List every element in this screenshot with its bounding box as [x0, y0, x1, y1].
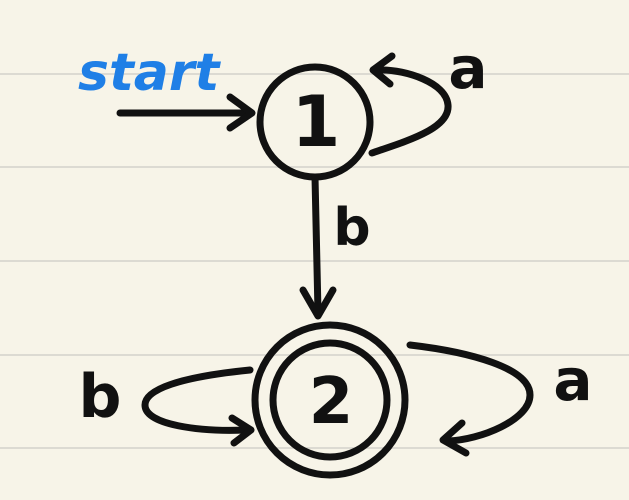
- state-1-self-loop-arrowhead: [369, 52, 396, 88]
- ruled-line: [0, 447, 629, 449]
- ruled-line: [0, 166, 629, 168]
- transition-label-1-self-a: a: [448, 34, 487, 102]
- state-2-left-self-loop: [141, 366, 254, 434]
- state-2-inner-circle: [269, 339, 391, 461]
- state-2-label: 2: [309, 365, 354, 439]
- transition-label-1-to-2-b: b: [333, 198, 370, 258]
- transition-1-to-2: [311, 173, 322, 316]
- state-2-left-self-loop-arrowhead: [228, 414, 255, 447]
- state-1-label: 1: [292, 81, 341, 163]
- state-2-right-self-loop-arrowhead: [439, 419, 470, 457]
- transition-label-2-self-a: a: [553, 346, 592, 414]
- ruled-line: [0, 73, 629, 75]
- start-arrowhead: [226, 93, 256, 132]
- state-1-self-loop: [368, 66, 452, 157]
- transition-1-to-2-arrowhead: [299, 286, 337, 320]
- start-label: start: [78, 43, 222, 103]
- transition-label-2-self-b: b: [79, 362, 122, 432]
- state-2-outer-circle: [251, 321, 409, 479]
- state-2-right-self-loop: [406, 341, 534, 445]
- ruled-line: [0, 354, 629, 356]
